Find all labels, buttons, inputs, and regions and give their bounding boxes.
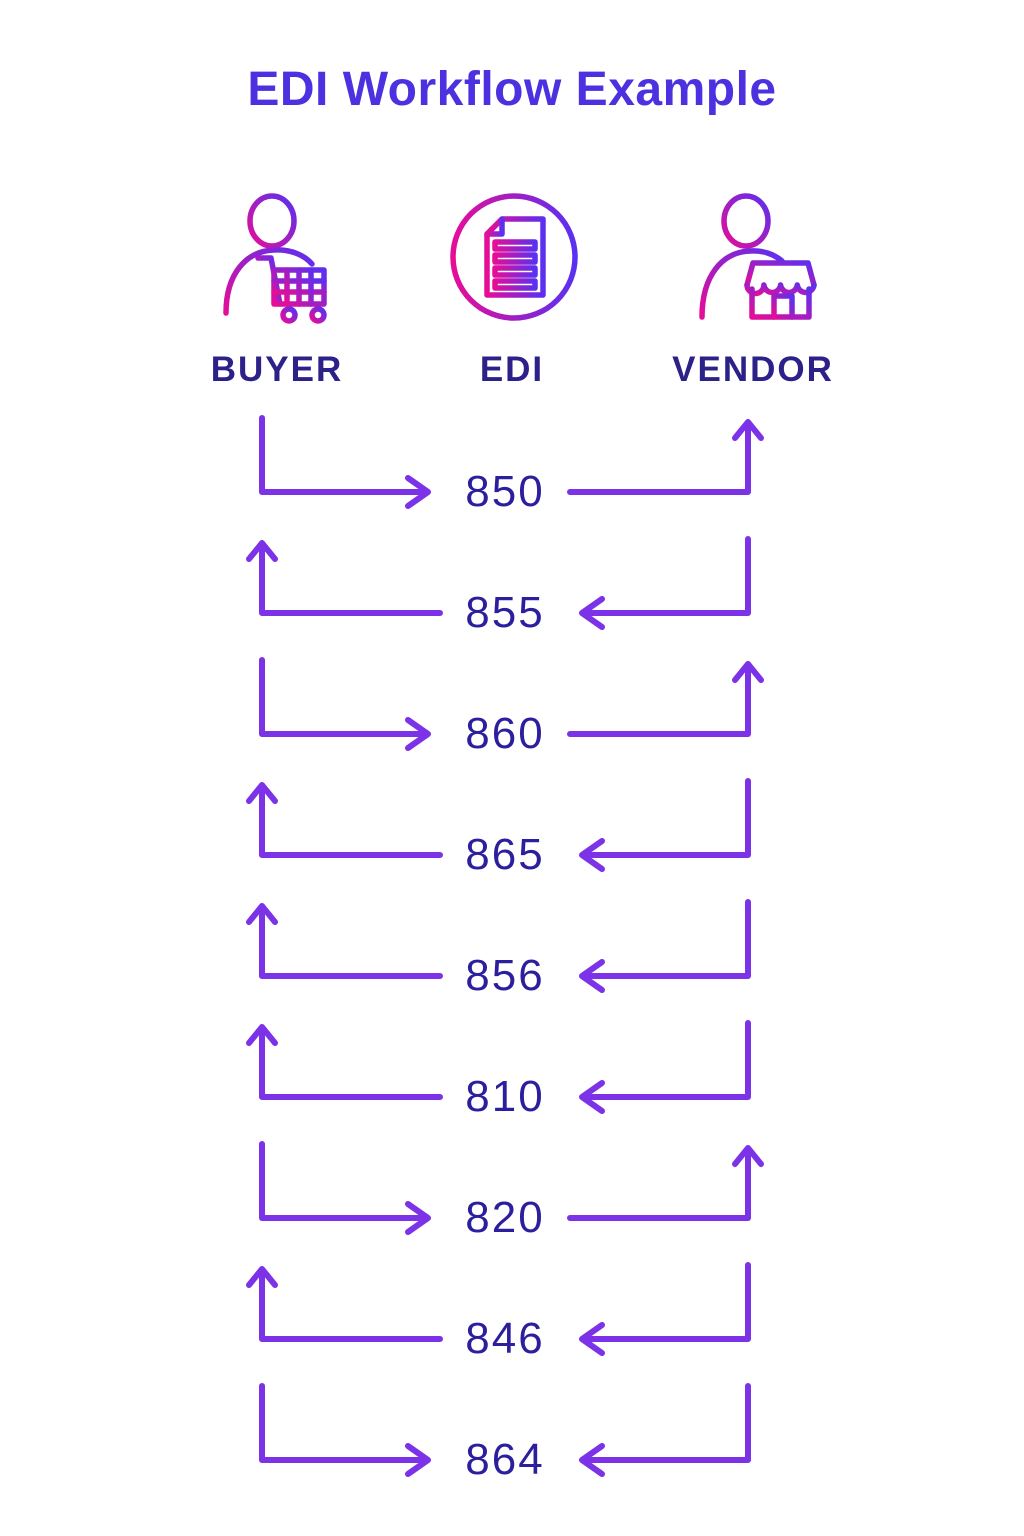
flow-arrow-right [579,899,751,993]
transaction-code: 855 [465,588,545,637]
flow-arrow-right [579,536,751,630]
flow-arrow-right [567,1145,764,1221]
vendor-label: VENDOR [672,350,834,389]
flow-arrow-left [259,415,431,509]
transaction-code: 864 [465,1435,545,1484]
flow-arrow-right [567,661,764,737]
flow-arrow-left [259,657,431,751]
transaction-code: 846 [465,1314,545,1363]
flow-arrow-right [567,419,764,495]
workflow-row: 846 [0,1261,1024,1363]
edi-label: EDI [479,350,545,389]
workflow-row: 860 [0,656,1024,758]
buyer-cart-icon [223,193,334,324]
vendor-store-icon [699,193,817,320]
flow-arrow-right [579,1020,751,1114]
workflow-row: 856 [0,898,1024,1000]
transaction-code: 810 [465,1072,545,1121]
edi-document-icon [450,193,578,321]
flow-arrow-right [579,778,751,872]
page-title: EDI Workflow Example [247,63,777,116]
flow-arrow-left [259,1141,431,1235]
flow-arrow-left [259,1383,431,1477]
transaction-code: 856 [465,951,545,1000]
workflow-row: 850 [0,414,1024,516]
flow-arrow-right [579,1262,751,1356]
flow-arrow-left [246,1266,443,1342]
transaction-code: 820 [465,1193,545,1242]
transaction-code: 850 [465,467,545,516]
flow-arrow-left [246,782,443,858]
flow-arrow-left [246,1024,443,1100]
buyer-label: BUYER [210,350,344,389]
workflow-row: 865 [0,777,1024,879]
workflow-row: 864 [0,1382,1024,1484]
workflow-rows: 850 855 860 865 856 810 820 846 864 [0,414,1024,1536]
workflow-row: 810 [0,1019,1024,1121]
flow-arrow-left [246,903,443,979]
flow-arrow-left [246,540,443,616]
flow-arrow-right [579,1383,751,1477]
workflow-row: 855 [0,535,1024,637]
transaction-code: 865 [465,830,545,879]
transaction-code: 860 [465,709,545,758]
workflow-row: 820 [0,1140,1024,1242]
